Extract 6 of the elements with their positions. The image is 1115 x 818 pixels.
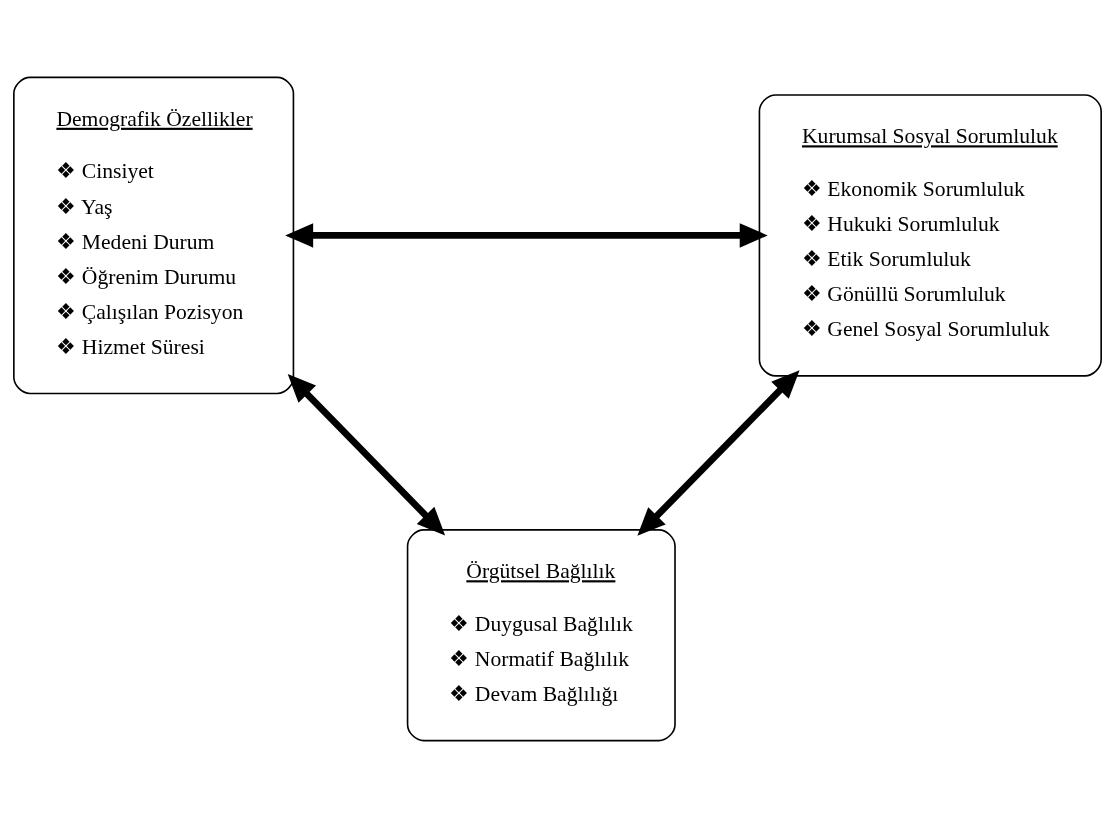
node-box: Örgütsel Bağlılık ❖ Duygusal Bağlılık ❖ Normatif Bağlılık ❖ Devam Bağlılığı bbox=[406, 529, 676, 742]
node-box: Demografik Özellikler ❖ Cinsiyet ❖ Yaş ❖ Medeni Durum ❖ Öğrenim Durumu ❖ Çalışılan Pozisyon ❖ Hizmet Süresi bbox=[13, 76, 295, 395]
arrow bbox=[285, 223, 768, 248]
arrow bbox=[287, 374, 446, 536]
node-box: Kurumsal Sosyal Sorumluluk ❖ Ekonomik Sorumluluk ❖ Hukuki Sorumluluk ❖ Etik Sorumluluk ❖ Gönüllü Sorumluluk ❖ Genel Sosyal Sorumluluk bbox=[758, 94, 1102, 377]
arrow bbox=[637, 370, 800, 536]
